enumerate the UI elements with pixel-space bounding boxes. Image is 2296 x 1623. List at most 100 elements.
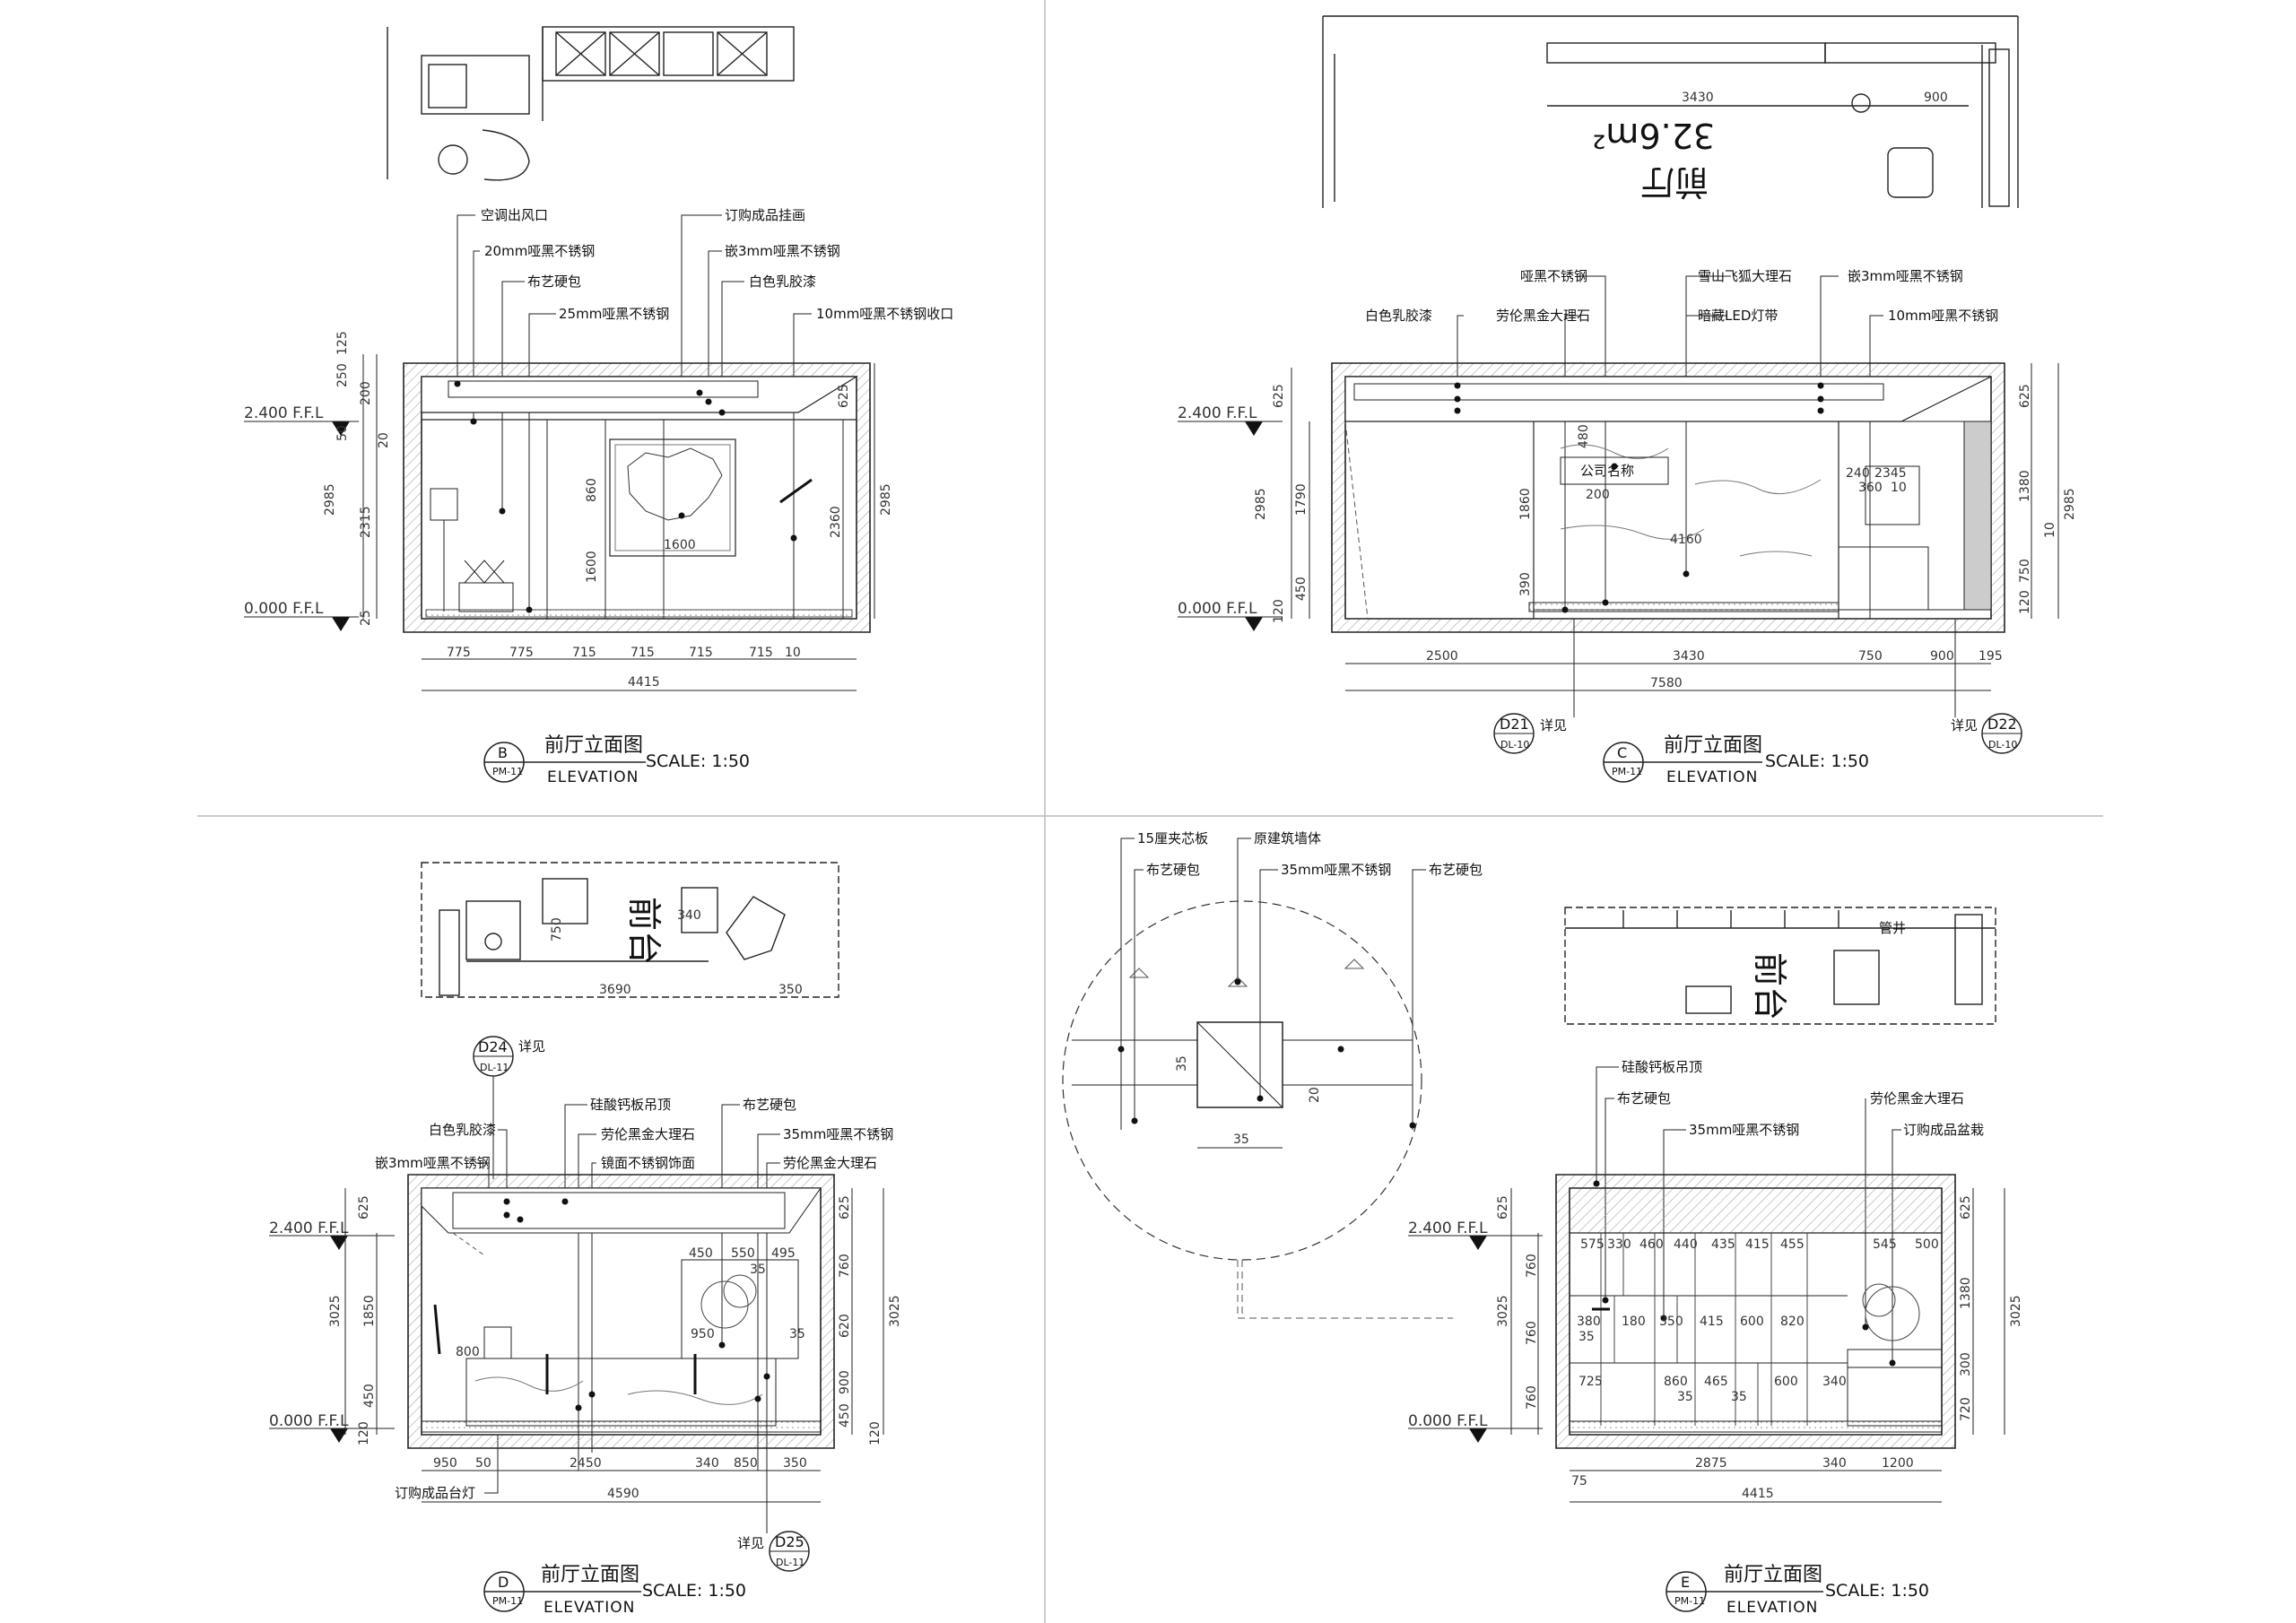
levels-c: 2.400 F.F.L 0.000 F.F.L [1178, 404, 1283, 631]
label-c-6: 10mm哑黑不锈钢 [1888, 308, 1998, 324]
panel-d: 前台 3690 350 340 750 D24 DL-11 详见 [269, 862, 902, 1617]
level-b-0: 2.400 F.F.L [244, 404, 324, 422]
dim-e-r4: 720 [1959, 1397, 1973, 1421]
plan-e-room: 前台 [1750, 952, 1789, 1020]
dim-d-total: 4590 [607, 1487, 639, 1501]
dim-e-b6: 35 [1578, 1330, 1595, 1344]
dim-c-i1: 1860 [1518, 488, 1533, 520]
detail-label-1: 原建筑墙体 [1254, 830, 1321, 846]
title-b: B PM-11 前厅立面图 ELEVATION SCALE: 1:50 [483, 734, 750, 786]
plan-d-text: 3690 350 340 750 [550, 908, 803, 997]
dim-d-r3: 900 [838, 1370, 852, 1394]
detail-d21: D21 DL-10 详见 [1493, 619, 1575, 754]
title-d-scale: SCALE: 1:50 [642, 1581, 746, 1601]
level-d-0: 2.400 F.F.L [269, 1219, 349, 1237]
label-c-4: 劳伦黑金大理石 [1496, 308, 1590, 324]
dim-d-r6: 120 [868, 1421, 883, 1445]
dim-d-l0: 625 [357, 1195, 371, 1219]
label-d-8: 订购成品台灯 [395, 1485, 475, 1501]
dim-d-b2: 2450 [570, 1456, 602, 1471]
dim-d-r4: 450 [838, 1403, 852, 1428]
detail-d-1-code: D25 [775, 1533, 804, 1550]
dim-d-l2: 1850 [362, 1295, 377, 1327]
dim-c-r3: 750 [2018, 559, 2032, 583]
dim-c-r5: 10 [2043, 522, 2057, 538]
dim-b-l1: 250 [335, 363, 350, 387]
dim-d-l4: 120 [357, 1421, 371, 1445]
levels-d: 2.400 F.F.L 0.000 F.F.L [269, 1219, 395, 1443]
dim-d-l1: 3025 [328, 1295, 343, 1327]
dim-c-r4: 120 [2018, 590, 2032, 614]
detail-dim-1: 35 [1175, 1055, 1189, 1072]
plan-e [1564, 907, 1996, 1025]
dim-e-c4: 600 [1774, 1375, 1798, 1389]
label-d-6: 35mm哑黑不锈钢 [783, 1126, 893, 1142]
dim-c-total: 7580 [1650, 676, 1683, 690]
detail-d22: D22 DL-10 详见 [1951, 619, 2022, 754]
dim-b-l5: 2985 [323, 483, 337, 516]
dim-d-b5: 350 [783, 1456, 807, 1471]
dim-e-l3: 760 [1525, 1321, 1539, 1345]
label-e-0: 硅酸钙板吊顶 [1622, 1059, 1702, 1075]
section-detail: 15厘夹芯板 原建筑墙体 布艺硬包 35mm哑黑不锈钢 布艺硬包 35 35 2… [1062, 830, 1483, 1319]
dim-d-i5: 35 [789, 1327, 805, 1341]
dim-c-l2: 1790 [1294, 483, 1309, 516]
dim-text-b: 125 250 200 50 20 2985 2315 25 625 2360 … [323, 331, 893, 690]
dim-d-r1: 760 [838, 1254, 852, 1278]
level-c-1: 0.000 F.F.L [1178, 600, 1257, 618]
plan-d-room: 前台 [624, 897, 664, 965]
label-d-7: 劳伦黑金大理石 [783, 1155, 877, 1171]
detail-dim-0: 35 [1233, 1133, 1249, 1147]
title-c-id: C [1617, 744, 1627, 761]
dim-e-c1: 860 [1664, 1375, 1688, 1389]
dim-e-a7: 545 [1873, 1237, 1897, 1252]
dim-c-r2: 2985 [2063, 488, 2077, 520]
detail-label-2: 布艺硬包 [1146, 862, 1200, 878]
detail-dim-2: 20 [1308, 1087, 1322, 1103]
label-d-1: 嵌3mm哑黑不锈钢 [375, 1155, 491, 1171]
dim-d-i4: 950 [691, 1327, 715, 1341]
title-e-ref: PM-11 [1674, 1595, 1705, 1607]
detail-c-0-note: 详见 [1540, 717, 1567, 733]
detail-c-1-ref: DL-10 [1988, 739, 2017, 751]
dim-d-i3: 35 [750, 1263, 766, 1277]
plan-e-text: 前台 管井 [1750, 920, 1906, 1020]
dim-e-a3: 440 [1674, 1237, 1698, 1252]
dim-b-r1: 2360 [829, 506, 843, 538]
dim-d-i1: 550 [731, 1246, 755, 1261]
label-d-3: 劳伦黑金大理石 [601, 1126, 695, 1142]
label-b-5: 嵌3mm哑黑不锈钢 [725, 243, 840, 259]
title-b-id: B [498, 744, 508, 761]
detail-c-1-note: 详见 [1951, 717, 1978, 733]
title-e-id: E [1681, 1574, 1690, 1591]
detail-c-0-code: D21 [1500, 716, 1529, 733]
dim-b-l6: 2315 [359, 506, 373, 538]
dim-e-l0: 625 [1496, 1195, 1510, 1219]
plan-c-text: 前厅 32.6m² 3430 900 [1592, 91, 1948, 202]
dim-d-b3: 340 [695, 1456, 719, 1471]
level-c-0: 2.400 F.F.L [1178, 404, 1257, 422]
label-d-0: 白色乳胶漆 [429, 1122, 496, 1138]
detail-d-1-ref: DL-11 [776, 1557, 804, 1568]
dim-e-a6: 455 [1780, 1237, 1805, 1252]
dim-d-i0: 450 [689, 1246, 713, 1261]
title-d-id: D [498, 1574, 509, 1591]
title-c: C PM-11 前厅立面图 ELEVATION SCALE: 1:50 [1603, 734, 1869, 786]
dim-text-e: 625 760 3025 760 760 625 1380 3025 300 7… [1496, 1195, 2023, 1501]
dim-e-r0: 625 [1959, 1195, 1973, 1219]
dim-e-a5: 415 [1745, 1237, 1770, 1252]
dim-b-i2: 860 [585, 478, 599, 502]
plan-d-dim2: 340 [677, 908, 701, 923]
leaders-c [1457, 275, 1883, 619]
dim-b-l4: 20 [377, 432, 391, 448]
dim-e-b0: 380 [1577, 1315, 1601, 1329]
dim-b-r2: 2985 [879, 483, 893, 516]
dim-c-i5: 240 [1846, 466, 1870, 481]
dim-b-b4: 715 [689, 646, 713, 660]
dim-b-i0: 1600 [585, 551, 599, 583]
dim-e-c5: 340 [1822, 1375, 1847, 1389]
title-c-text: 前厅立面图 [1664, 734, 1762, 757]
elevation-e [1555, 1174, 1956, 1449]
dim-b-b6: 10 [785, 646, 801, 660]
label-b-3: 25mm哑黑不锈钢 [559, 306, 669, 322]
